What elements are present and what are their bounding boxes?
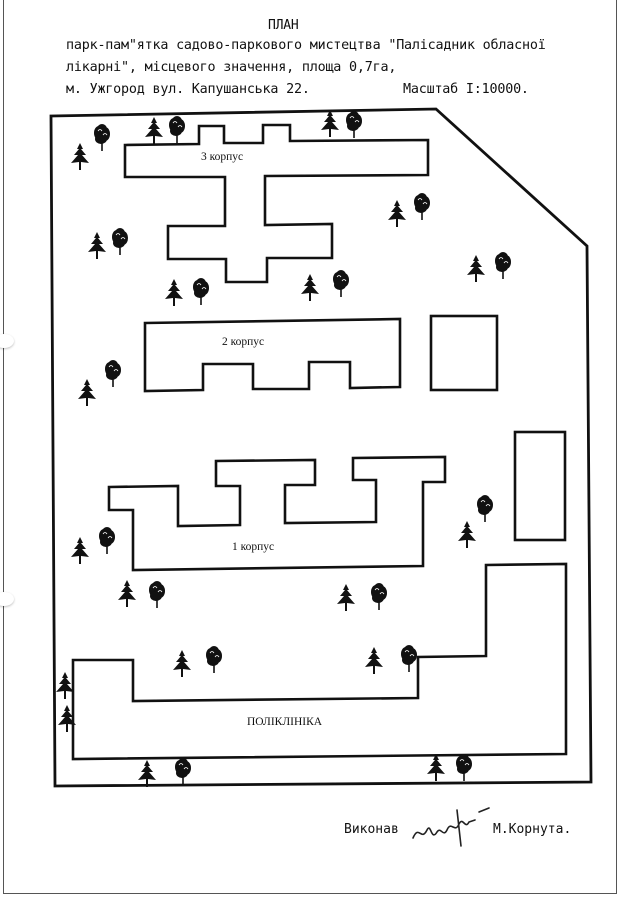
page-edge-bottom [3, 893, 617, 894]
conifer-tree-icon [58, 705, 76, 732]
signature-scribble [412, 807, 490, 847]
plan-title: ПЛАН [268, 18, 299, 33]
deciduous-tree-icon [456, 754, 472, 781]
deciduous-tree-icon [414, 193, 430, 220]
description-line-1: парк-пам"ятка садово-паркового мистецтва… [66, 38, 546, 53]
deciduous-tree-icon [105, 360, 121, 387]
building-3-label: 3 корпус [201, 151, 243, 163]
building-1-outline [107, 455, 447, 572]
conifer-tree-icon [71, 537, 89, 564]
deciduous-tree-icon [193, 278, 209, 305]
building-1-label: 1 корпус [232, 541, 274, 553]
deciduous-tree-icon [477, 495, 493, 522]
conifer-tree-icon [458, 521, 476, 548]
deciduous-tree-icon [495, 252, 511, 279]
conifer-tree-icon [118, 580, 136, 607]
deciduous-tree-icon [94, 124, 110, 151]
conifer-tree-icon [365, 647, 383, 674]
executor-name: М.Корнута. [493, 822, 572, 837]
square-annex-outline [429, 314, 499, 392]
conifer-tree-icon [301, 274, 319, 301]
deciduous-tree-icon [346, 111, 362, 138]
description-line-2: лікарні", місцевого значення, площа 0,7г… [66, 60, 397, 75]
trees-layer [56, 110, 511, 787]
conifer-tree-icon [427, 754, 445, 781]
deciduous-tree-icon [333, 270, 349, 297]
conifer-tree-icon [138, 760, 156, 787]
page-edge-right [616, 0, 617, 894]
deciduous-tree-icon [99, 527, 115, 554]
conifer-tree-icon [71, 143, 89, 170]
conifer-tree-icon [78, 379, 96, 406]
conifer-tree-icon [337, 584, 355, 611]
conifer-tree-icon [145, 117, 163, 144]
building-2-outline [143, 317, 402, 393]
conifer-tree-icon [388, 200, 406, 227]
scale-label: Масштаб І:10000. [403, 82, 529, 97]
deciduous-tree-icon [401, 645, 417, 672]
conifer-tree-icon [88, 232, 106, 259]
building-3-outline [123, 123, 430, 284]
conifer-tree-icon [56, 672, 74, 699]
page-edge-left [3, 0, 4, 894]
conifer-tree-icon [321, 110, 339, 137]
conifer-tree-icon [165, 279, 183, 306]
punch-hole-top [0, 334, 14, 348]
deciduous-tree-icon [149, 581, 165, 608]
deciduous-tree-icon [371, 583, 387, 610]
polyclinic-outline [71, 562, 568, 761]
conifer-tree-icon [173, 650, 191, 677]
address-line: м. Ужгород вул. Капушанська 22. [66, 82, 310, 97]
polyclinic-label: ПОЛІКЛІНІКА [247, 716, 323, 728]
park-boundary [49, 107, 593, 788]
tall-annex-outline [513, 430, 567, 542]
executor-label: Виконав [344, 822, 399, 837]
building-2-label: 2 корпус [222, 336, 264, 348]
deciduous-tree-icon [169, 116, 185, 143]
deciduous-tree-icon [112, 228, 128, 255]
conifer-tree-icon [467, 255, 485, 282]
deciduous-tree-icon [175, 758, 191, 785]
deciduous-tree-icon [206, 646, 222, 673]
punch-hole-bottom [0, 592, 14, 606]
